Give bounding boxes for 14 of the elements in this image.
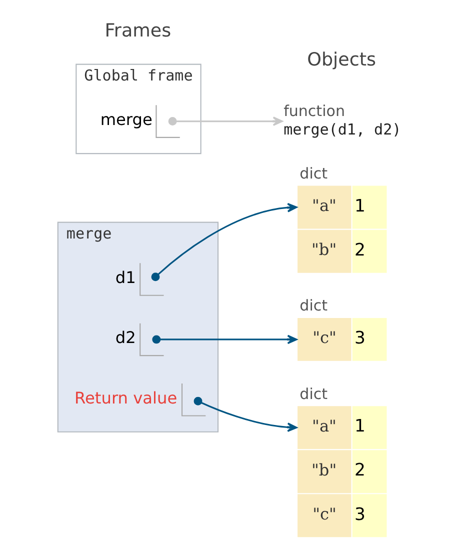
arrow bbox=[150, 202, 297, 282]
label: Frames bbox=[104, 20, 171, 42]
node-text: merge bbox=[100, 110, 152, 130]
arrow bbox=[168, 116, 282, 126]
node-text: d2 bbox=[114, 328, 136, 348]
node-label: dict bbox=[299, 296, 328, 315]
label: Objects bbox=[306, 50, 376, 71]
node-text: d1 bbox=[114, 268, 136, 288]
arrow bbox=[193, 396, 297, 432]
arrow bbox=[152, 334, 297, 344]
node-label: dict bbox=[299, 384, 328, 403]
node-text: function merge(d1, d2) bbox=[283, 102, 401, 138]
node-label: dict bbox=[299, 164, 328, 182]
node-text: Return value bbox=[74, 388, 177, 408]
